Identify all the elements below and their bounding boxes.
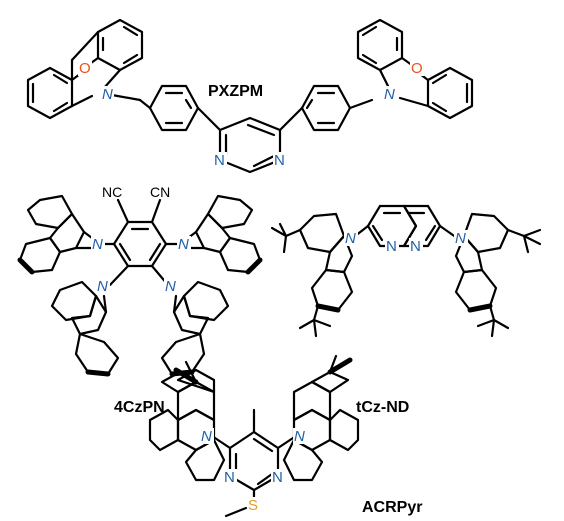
tczn-n-nd2: N	[410, 238, 421, 255]
4czpn-wedge3	[85, 369, 111, 377]
4czpn-bonds	[18, 194, 262, 376]
tczn-wedge2	[467, 303, 493, 313]
tczn-bonds	[270, 204, 542, 338]
acrpyr-bonds	[148, 354, 360, 518]
tczn-n-cz-left: N	[345, 230, 356, 247]
pxzpm-o-right: O	[411, 60, 423, 77]
acrpyr-n-pym1: N	[224, 469, 235, 486]
acrpyr-n-right: N	[294, 428, 305, 445]
4czpn-n3: N	[97, 278, 108, 295]
4czpn-n1: N	[92, 236, 103, 253]
pxzpm-n-pym1: N	[214, 152, 225, 169]
pxzpm-n-right: N	[384, 86, 395, 103]
4czpn-n4: N	[165, 278, 176, 295]
acrpyr-n-pym2: N	[272, 469, 283, 486]
4czpn-structure: NC CN N N N N 4CzPN	[17, 184, 263, 416]
tczn-n-nd1: N	[386, 238, 397, 255]
4czpn-n2: N	[178, 236, 189, 253]
acrpyr-s: S	[248, 497, 258, 514]
pxzpm-structure: O N O N N N PXZPM	[26, 18, 474, 174]
acrpyr-structure: N N N N S ACRPyr	[148, 354, 422, 518]
pxzpm-o-left: O	[79, 60, 91, 77]
4czpn-wedge2	[245, 257, 263, 275]
4czpn-wedge1	[17, 257, 35, 275]
4czpn-cn1: NC	[102, 184, 122, 200]
tczn-label: tCz-ND	[356, 399, 409, 416]
4czpn-label: 4CzPN	[114, 399, 165, 416]
acrpyr-wedge2	[327, 357, 353, 375]
pxzpm-label: PXZPM	[208, 83, 263, 100]
acrpyr-n-left: N	[201, 428, 212, 445]
tczn-wedge1	[315, 303, 341, 313]
acrpyr-wedge1	[173, 367, 199, 385]
pxzpm-n-left: N	[102, 86, 113, 103]
acrpyr-label: ACRPyr	[362, 499, 422, 516]
pxzpm-n-pym2: N	[274, 152, 285, 169]
4czpn-cn2: CN	[150, 184, 170, 200]
tczn-n-cz-right: N	[455, 230, 466, 247]
tczn-structure: N N N N tCz-ND	[270, 204, 542, 416]
